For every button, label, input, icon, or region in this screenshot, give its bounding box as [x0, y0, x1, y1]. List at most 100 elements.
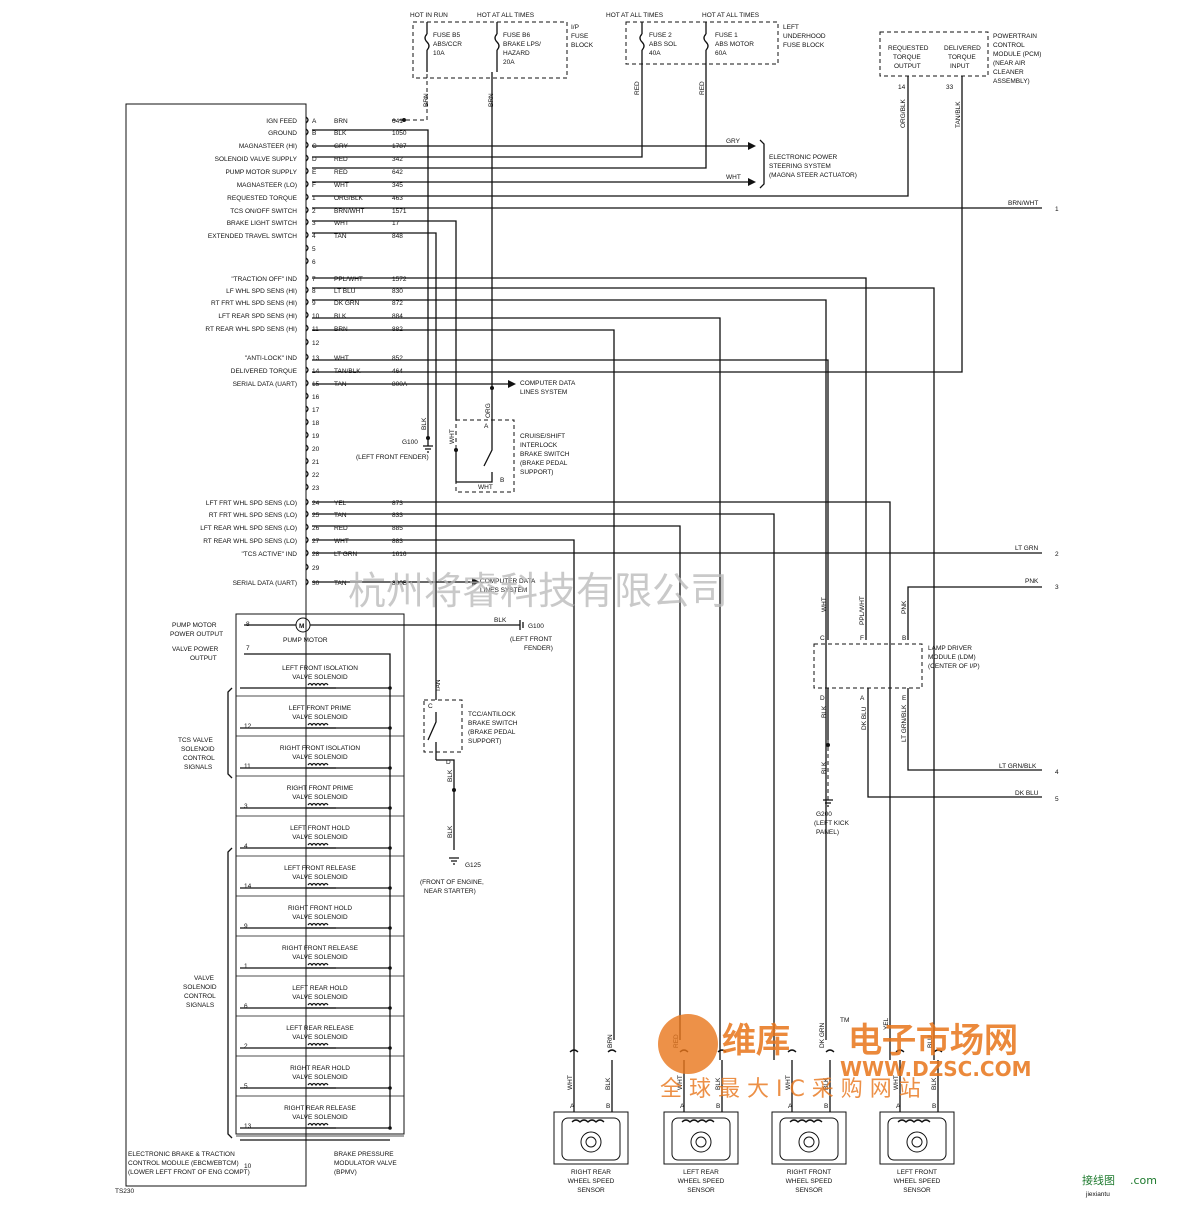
ip-fuse-label: FUSE	[571, 33, 589, 40]
valve-label-4: SIGNALS	[186, 1002, 215, 1009]
pcm-pin-33: 33	[946, 84, 954, 91]
solenoid-splice	[388, 686, 392, 690]
solenoid-pin: 9	[244, 923, 248, 930]
ldm-pin-a: A	[860, 695, 865, 702]
edge-3: 3	[1055, 584, 1059, 591]
sensor-label: WHEEL SPEED	[568, 1178, 615, 1185]
pin-id: 7	[312, 276, 316, 283]
pin-circuit: 833	[392, 512, 403, 519]
solenoid-pin: 2	[244, 1043, 248, 1050]
pin-function-label: "TCS ACTIVE" IND	[241, 551, 297, 558]
pin-id: 17	[312, 407, 320, 414]
pin-terminal	[305, 286, 309, 294]
pcm-label-5: CLEANER	[993, 69, 1024, 76]
tcc-splice	[452, 788, 456, 792]
pin-id: 1	[312, 195, 316, 202]
solenoid-pin: 6	[244, 1003, 248, 1010]
wire-red-2: RED	[699, 81, 706, 95]
solenoid-splice	[388, 1006, 392, 1010]
fuse-b5-desc: ABS/CCR	[433, 41, 462, 48]
solenoid-label: VALVE SOLENOID	[292, 994, 348, 1001]
pin-function-label: RT REAR WHL SPD SENS (LO)	[203, 538, 297, 545]
solenoid-coil-icon	[306, 922, 336, 929]
solenoid-label: LEFT FRONT HOLD	[290, 825, 350, 832]
pin-id: 28	[312, 551, 320, 558]
pin-function-label: MAGNASTEER (HI)	[239, 143, 297, 150]
pin-id: 6	[312, 259, 316, 266]
bpmv-label-2: MODULATOR VALVE	[334, 1160, 397, 1167]
edge-2: 2	[1055, 551, 1059, 558]
pcm-delivered-3: INPUT	[950, 63, 970, 70]
solenoid-label: RIGHT REAR HOLD	[290, 1065, 350, 1072]
pin-function-label: "TRACTION OFF" IND	[231, 276, 297, 283]
solenoid-label: RIGHT REAR RELEASE	[284, 1105, 356, 1112]
cruise-switch-contact	[455, 440, 493, 483]
watermark-tm: TM	[840, 1017, 849, 1024]
pin-terminal	[305, 324, 309, 332]
solenoid-label: VALVE SOLENOID	[292, 874, 348, 881]
sensor-label: WHEEL SPEED	[786, 1178, 833, 1185]
splice-a	[402, 118, 406, 122]
solenoid-label: RIGHT FRONT PRIME	[287, 785, 354, 792]
sensor-pin-b: B	[716, 1103, 720, 1110]
right-edge-connectors: BRN/WHT 1 LT GRN 2 PNK 3 LT GRN/BLK 4 DK…	[999, 200, 1059, 803]
sensor-top-wire: BRN	[607, 1034, 614, 1048]
sensor-leads	[899, 1060, 939, 1112]
eps-bracket	[759, 139, 765, 189]
arrow-15	[508, 380, 516, 388]
sensor-label: RIGHT FRONT	[787, 1169, 831, 1176]
pin-terminal	[305, 206, 309, 214]
wire-11-brn	[312, 329, 615, 1040]
sensor-connector-icon	[569, 1049, 617, 1053]
pin-id: B	[312, 130, 316, 137]
hot-at-all-times-3: HOT AT ALL TIMES	[702, 12, 760, 19]
fuse-1-desc: ABS MOTOR	[715, 41, 754, 48]
pin-function-label: EXTENDED TRAVEL SWITCH	[208, 233, 297, 240]
pin-id: 25	[312, 512, 320, 519]
pin-function-label: SERIAL DATA (UART)	[233, 580, 297, 587]
ldm-wire-wht: WHT	[821, 597, 828, 612]
sensor-label: RIGHT REAR	[571, 1169, 611, 1176]
fuse-2-label: FUSE 2	[649, 32, 672, 39]
watermark-site: WWW.DZSC.COM	[840, 1057, 1032, 1081]
watermark-brand2: 电子市场网	[848, 1021, 1018, 1061]
edge-dkblu: DK BLU	[1015, 790, 1039, 797]
fuse-b6-desc: BRAKE LPS/	[503, 41, 541, 48]
pin-terminal	[305, 311, 309, 319]
g200-symbol	[823, 799, 833, 807]
fuse-b5-symbol	[424, 33, 430, 51]
sensor-hub-icon	[695, 1136, 707, 1148]
pin-wire-color: PPL/WHT	[334, 276, 363, 283]
eps-wht: WHT	[726, 174, 741, 181]
wire-a-ign-feed	[392, 72, 428, 121]
computer-data-1b: LINES SYSTEM	[520, 389, 567, 396]
solenoid-splice	[388, 886, 392, 890]
pin-id: F	[312, 182, 316, 189]
pin-wire-color: WHT	[334, 355, 349, 362]
wire-13-wht	[312, 359, 829, 640]
valve-out-2: OUTPUT	[190, 655, 217, 662]
pump-out-1: PUMP MOTOR	[172, 622, 217, 629]
pin-terminal	[305, 578, 309, 586]
pin-terminal	[305, 116, 309, 124]
pin-terminal	[305, 154, 309, 162]
ldm-box	[813, 643, 923, 689]
solenoid-label: VALVE SOLENOID	[292, 1074, 348, 1081]
ebcm-label-2: CONTROL MODULE (EBCM/EBTCM)	[128, 1160, 239, 1167]
g125-sub2: NEAR STARTER)	[424, 888, 476, 895]
pin-circuit: 883	[392, 538, 403, 545]
pin-function-label: TCS ON/OFF SWITCH	[230, 208, 297, 215]
edge-1: 1	[1055, 206, 1059, 213]
pin-terminal	[305, 167, 309, 175]
pin-terminal	[305, 418, 309, 426]
